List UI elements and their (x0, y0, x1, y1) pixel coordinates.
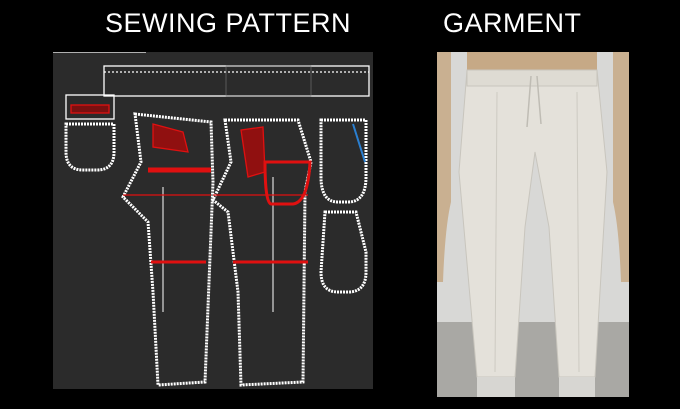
pocket-facing-piece (64, 94, 116, 172)
sewing-pattern-image (53, 51, 373, 389)
garment-photo (437, 52, 629, 397)
pocket-bag-pieces (319, 118, 368, 294)
front-leg-piece (53, 51, 215, 387)
mannequin-right-arm (613, 52, 629, 282)
waistband-piece (103, 65, 370, 97)
sewing-pattern-title: SEWING PATTERN (105, 8, 352, 38)
mannequin-left-arm (437, 52, 451, 282)
garment-title: GARMENT (443, 8, 582, 38)
drawstring (526, 75, 542, 128)
back-leg-piece (211, 118, 313, 387)
